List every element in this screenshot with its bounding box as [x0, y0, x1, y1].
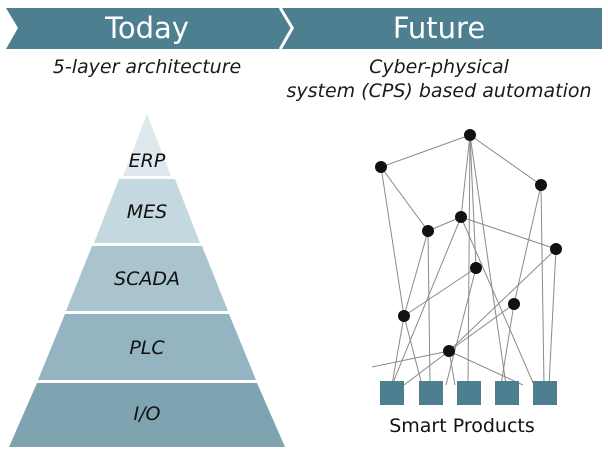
network-edge [469, 134, 477, 269]
network-edge [513, 184, 542, 305]
today-subtitle: 5-layer architecture [53, 56, 241, 78]
network-node [422, 225, 434, 237]
network-node [398, 310, 410, 322]
pyramid-layer-plc [38, 314, 256, 380]
layer-label-mes: MES [127, 201, 167, 223]
network-edge [467, 134, 471, 386]
today-heading: Today [104, 11, 189, 45]
network-node [443, 345, 455, 357]
today-banner [6, 8, 292, 49]
network-edge [469, 134, 507, 386]
smart-product-box [419, 381, 443, 405]
network-node [550, 243, 562, 255]
network-edge [380, 134, 471, 168]
pyramid-layer-mes [94, 179, 200, 243]
layer-label-scada: SCADA [114, 268, 180, 290]
pyramid-layer-erp [123, 114, 171, 176]
network-edge [403, 267, 477, 317]
network-edge [391, 315, 405, 386]
network-node [535, 179, 547, 191]
network-node [464, 129, 476, 141]
layer-label-io: I/O [134, 403, 161, 425]
future-banner [282, 8, 602, 49]
network-node [375, 161, 387, 173]
pyramid-layer-io [9, 383, 285, 447]
smart-product-box [533, 381, 557, 405]
network-edge [460, 134, 471, 218]
network-edge [427, 230, 431, 386]
network-nodes [375, 129, 562, 357]
smart-products-label: Smart Products [389, 415, 535, 437]
smart-products [380, 381, 557, 405]
network-edge [448, 350, 524, 386]
layer-label-plc: PLC [129, 337, 165, 359]
network-edge [540, 184, 545, 386]
future-subtitle-line2: system (CPS) based automation [286, 80, 591, 102]
network-edge [469, 134, 542, 186]
network-edges [371, 134, 557, 386]
layer-label-erp: ERP [129, 150, 166, 172]
network-edge [403, 230, 429, 317]
smart-product-box [457, 381, 481, 405]
smart-product-box [380, 381, 404, 405]
network-edge [460, 216, 535, 386]
network-edge [448, 303, 515, 352]
network-edge [548, 248, 557, 386]
network-edge [445, 267, 477, 386]
future-subtitle-line1: Cyber-physical [369, 56, 510, 78]
network-edge [403, 350, 450, 386]
banner-divider [278, 7, 294, 50]
header: Today Future [6, 7, 602, 50]
network-edge [448, 248, 557, 352]
network-edge [460, 216, 557, 250]
network-edge [380, 166, 405, 317]
network-node [455, 211, 467, 223]
network-edge [500, 303, 515, 386]
smart-product-box [495, 381, 519, 405]
network-edge [380, 166, 429, 232]
network-node [508, 298, 520, 310]
network-node [470, 262, 482, 274]
pyramid-layer-scada [66, 246, 228, 311]
future-heading: Future [393, 11, 485, 45]
pyramid: ERP MES SCADA PLC I/O [9, 114, 285, 447]
network-edge [371, 350, 450, 368]
